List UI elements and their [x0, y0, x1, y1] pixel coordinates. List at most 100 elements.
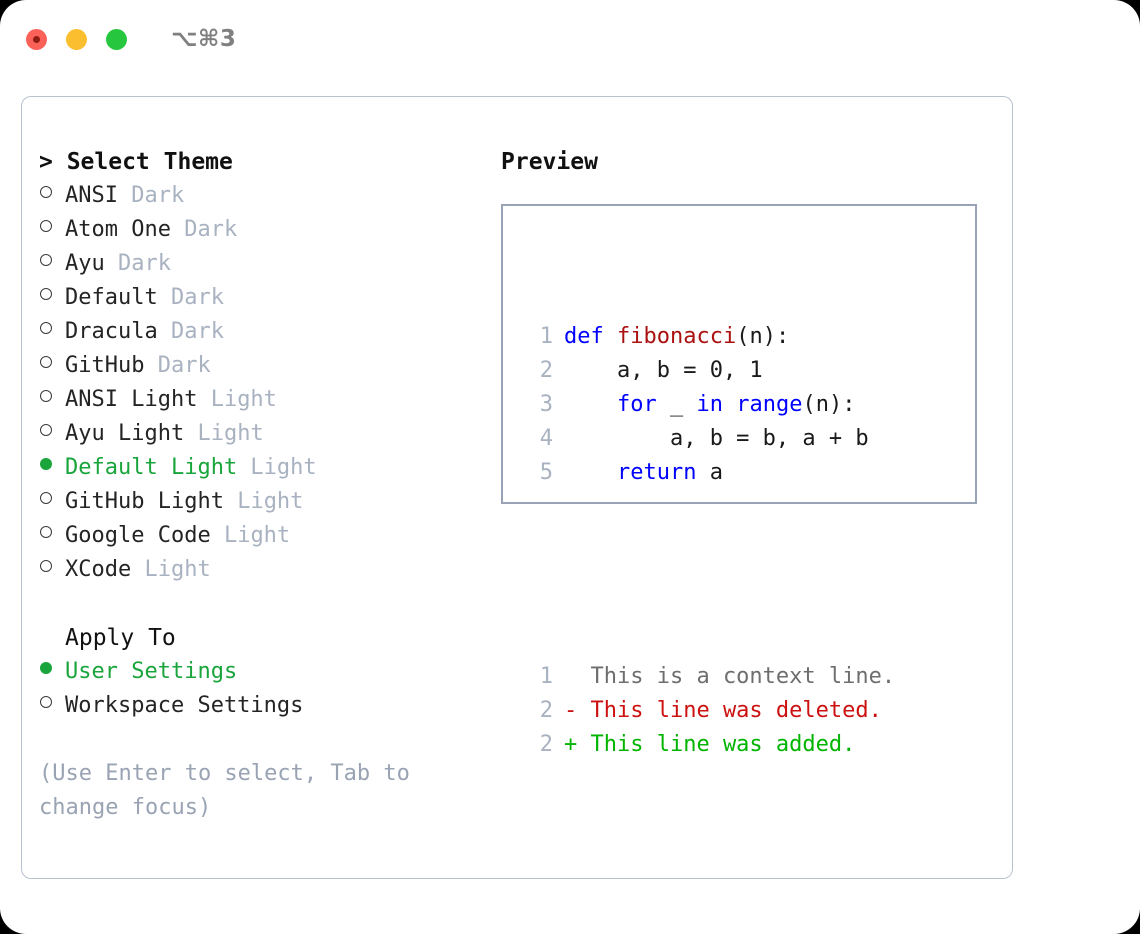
- code-text: This is a context line.: [564, 660, 895, 694]
- bullet-hollow-icon: [40, 696, 52, 708]
- theme-option-5[interactable]: GitHub Dark: [39, 349, 509, 383]
- bullet-hollow-icon: [40, 560, 52, 572]
- theme-option-label: Default: [65, 285, 158, 310]
- line-number: 1: [539, 664, 553, 689]
- token-plain: a, b = b, a + b: [564, 426, 869, 451]
- bullet-filled-icon: [40, 458, 52, 470]
- maximize-button[interactable]: [106, 28, 127, 50]
- apply-option-label: User Settings: [65, 659, 238, 684]
- token-kw: def: [564, 324, 617, 349]
- apply-to-heading: Apply To: [65, 625, 176, 651]
- token-ctx: This is a context line.: [564, 664, 896, 689]
- close-button[interactable]: [26, 28, 47, 50]
- theme-option-2[interactable]: Ayu Dark: [39, 247, 509, 281]
- list-spacer: [39, 587, 509, 621]
- theme-option-label: XCode: [65, 557, 132, 582]
- token-fn: fibonacci: [616, 324, 737, 349]
- theme-option-3[interactable]: Default Dark: [39, 281, 509, 315]
- token-kw: range: [736, 392, 803, 417]
- line-number: 1: [539, 324, 553, 349]
- theme-option-label: Dracula: [65, 319, 158, 344]
- theme-option-9[interactable]: GitHub Light Light: [39, 485, 509, 519]
- keyboard-shortcut-label: ⌥⌘3: [171, 25, 237, 52]
- code-text: for _ in range(n):: [564, 388, 855, 422]
- code-text: + This line was added.: [564, 728, 855, 762]
- theme-option-label: ANSI: [65, 183, 118, 208]
- preview-heading: Preview: [501, 149, 598, 175]
- theme-option-11[interactable]: XCode Light: [39, 553, 509, 587]
- token-plain: _: [656, 392, 697, 417]
- token-plain: (n):: [802, 392, 856, 417]
- token-plain: [564, 460, 617, 485]
- bullet-filled-icon: [40, 662, 52, 674]
- minimize-button[interactable]: [66, 28, 87, 50]
- bullet-hollow-icon: [40, 220, 52, 232]
- theme-option-label: Google Code: [65, 523, 211, 548]
- select-theme-heading: > Select Theme: [39, 149, 233, 175]
- code-text: a, b = 0, 1: [564, 354, 763, 388]
- preview-column: Preview: [501, 145, 1001, 179]
- diff-line: 2 + This line was added.: [525, 728, 895, 762]
- theme-option-10[interactable]: Google Code Light: [39, 519, 509, 553]
- theme-option-tag: Dark: [144, 353, 211, 378]
- theme-option-label: Default Light: [65, 455, 238, 480]
- code-text: def fibonacci(n):: [564, 320, 789, 354]
- theme-option-tag: Light: [210, 523, 291, 548]
- theme-option-label: GitHub: [65, 353, 145, 378]
- theme-option-6[interactable]: ANSI Light Light: [39, 383, 509, 417]
- token-kw: return: [616, 460, 697, 485]
- token-del: - This line was deleted.: [564, 698, 882, 723]
- theme-option-tag: Dark: [104, 251, 171, 276]
- hint-spacer: [39, 723, 509, 757]
- theme-option-7[interactable]: Ayu Light Light: [39, 417, 509, 451]
- line-number: 2: [539, 732, 553, 757]
- code-line: 4 a, b = b, a + b: [525, 422, 895, 456]
- theme-option-tag: Light: [237, 455, 317, 480]
- bullet-hollow-icon: [40, 288, 52, 300]
- apply-option-0[interactable]: User Settings: [39, 655, 509, 689]
- token-plain: (n):: [736, 324, 790, 349]
- theme-option-8[interactable]: Default Light Light: [39, 451, 509, 485]
- theme-option-label: Atom One: [65, 217, 171, 242]
- theme-option-label: Ayu Light: [65, 421, 185, 446]
- bullet-hollow-icon: [40, 424, 52, 436]
- title-bar: ⌥⌘3: [0, 0, 1140, 78]
- bullet-hollow-icon: [40, 356, 52, 368]
- bullet-hollow-icon: [40, 322, 52, 334]
- bullet-hollow-icon: [40, 390, 52, 402]
- line-number: 4: [539, 426, 553, 451]
- theme-option-4[interactable]: Dracula Dark: [39, 315, 509, 349]
- theme-option-tag: Light: [184, 421, 264, 446]
- theme-option-tag: Light: [131, 557, 211, 582]
- line-number: 3: [539, 392, 553, 417]
- token-kw: for: [616, 392, 657, 417]
- code-line: 5 return a: [525, 456, 895, 490]
- theme-option-label: Ayu: [65, 251, 105, 276]
- code-blank-line: [525, 558, 895, 592]
- line-number: 2: [539, 358, 553, 383]
- diff-line: 1 This is a context line.: [525, 660, 895, 694]
- theme-option-1[interactable]: Atom One Dark: [39, 213, 509, 247]
- line-number: 2: [539, 698, 553, 723]
- theme-option-tag: Light: [197, 387, 277, 412]
- apply-option-label: Workspace Settings: [65, 693, 304, 718]
- apply-option-1[interactable]: Workspace Settings: [39, 689, 509, 723]
- theme-option-tag: Dark: [157, 319, 224, 344]
- theme-option-0[interactable]: ANSI Dark: [39, 179, 509, 213]
- hint-line-1: (Use Enter to select, Tab to: [39, 761, 410, 786]
- token-plain: a: [696, 460, 723, 485]
- code-line: 1 def fibonacci(n):: [525, 320, 895, 354]
- theme-option-tag: Light: [223, 489, 304, 514]
- code-text: a, b = b, a + b: [564, 422, 869, 456]
- line-number: 5: [539, 460, 553, 485]
- theme-option-label: ANSI Light: [65, 387, 198, 412]
- theme-option-tag: Dark: [117, 183, 185, 208]
